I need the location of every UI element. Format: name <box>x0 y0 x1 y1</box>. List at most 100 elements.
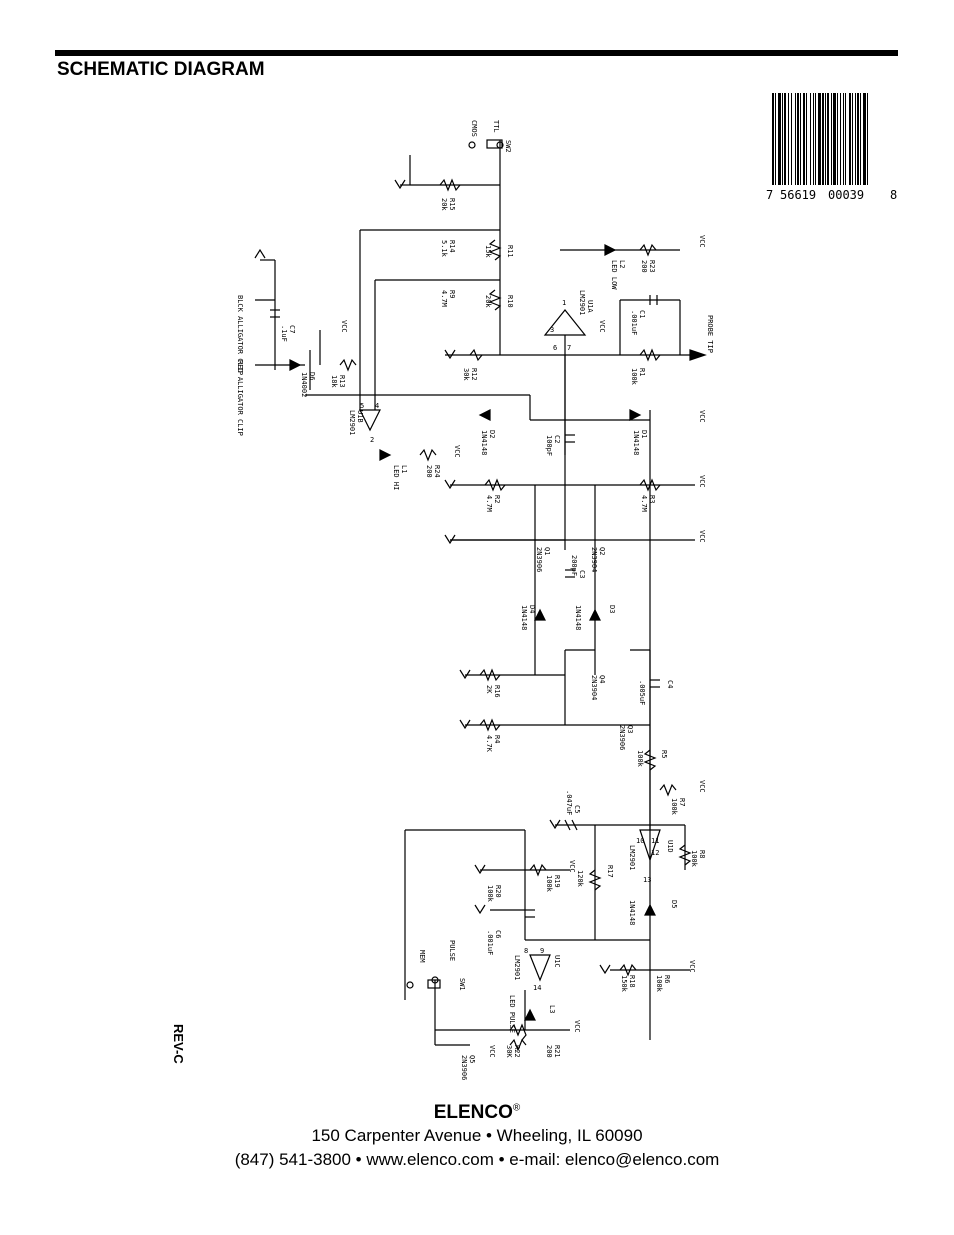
label-vcc-6: VCC <box>698 475 706 488</box>
label-vcc-5: VCC <box>698 410 706 423</box>
barcode-group2: 00039 <box>828 188 864 202</box>
label-r2-val: 4.7M <box>485 495 493 512</box>
label-q5: Q5 <box>468 1055 476 1063</box>
upc-barcode: 7 56619 00039 8 <box>766 93 897 202</box>
label-q5-val: 2N3906 <box>460 1055 468 1080</box>
label-l1: L1 <box>400 465 408 473</box>
barcode-group1: 56619 <box>780 188 816 202</box>
label-c6: C6 <box>494 930 502 938</box>
barcode-left-digit: 7 <box>766 188 773 202</box>
label-r4: R4 <box>493 735 501 743</box>
label-c3: C3 <box>578 570 586 578</box>
barcode-bar <box>775 93 776 185</box>
label-r20: R20 <box>494 885 502 898</box>
label-l1-val: LED HI <box>392 465 400 490</box>
label-c5-val: .047uF <box>565 790 573 815</box>
label-u1a-val: LM2901 <box>578 290 586 315</box>
barcode-bar <box>845 93 846 185</box>
label-c4: C4 <box>666 680 674 688</box>
barcode-bar <box>813 93 814 185</box>
barcode-bar <box>867 93 868 185</box>
label-vcc-11: VCC <box>573 1020 581 1033</box>
barcode-bar <box>843 93 844 185</box>
label-r23: R23 <box>648 260 656 273</box>
label-ttl: TTL <box>492 120 500 133</box>
label-l2: L2 <box>618 260 626 268</box>
brand-line: ELENCO® <box>0 1102 954 1124</box>
pin-14: 14 <box>533 984 541 992</box>
barcode-check-digit: 8 <box>890 188 897 202</box>
top-rule <box>55 50 898 56</box>
label-mem: MEM <box>418 950 426 963</box>
label-r7: R7 <box>678 798 686 806</box>
label-r19-val: 100k <box>545 875 553 893</box>
label-r22-val: 30K <box>505 1045 513 1058</box>
label-d1: D1 <box>640 430 648 438</box>
label-r2: R2 <box>493 495 501 503</box>
barcode-bar <box>772 93 774 185</box>
label-vcc-9: VCC <box>568 860 576 873</box>
barcode-bar <box>849 93 851 185</box>
label-sw2: SW2 <box>504 140 512 153</box>
label-r6: R6 <box>663 975 671 983</box>
label-r17: R17 <box>606 865 614 878</box>
label-black-clip: BLCK ALLIGATOR CLIP <box>236 295 244 375</box>
schematic-drawing: CMOS TTL SW2 R15 20k R14 5.1k R11 15k R9… <box>236 120 714 1080</box>
barcode-bar <box>860 93 861 185</box>
label-r5-val: 100k <box>636 750 644 768</box>
barcode-bar <box>818 93 821 185</box>
label-c4-val: .005uF <box>638 680 646 705</box>
barcode-bar <box>810 93 811 185</box>
label-d4-val: 1N4148 <box>520 605 528 630</box>
barcode-bar <box>857 93 859 185</box>
page-title: SCHEMATIC DIAGRAM <box>57 59 265 80</box>
barcode-bars <box>772 93 868 185</box>
label-d6-val: 1N4002 <box>300 372 308 397</box>
label-r7-val: 100k <box>670 798 678 816</box>
label-vcc-3: VCC <box>598 320 606 333</box>
label-d2-val: 1N4148 <box>480 430 488 455</box>
registered-mark: ® <box>512 1102 521 1114</box>
barcode-bar <box>803 93 805 185</box>
label-d5: D5 <box>670 900 678 908</box>
label-r8: R8 <box>698 850 706 858</box>
label-r21: R21 <box>553 1045 561 1058</box>
label-r20-val: 100k <box>486 885 494 903</box>
pin-5: 5 <box>360 402 364 410</box>
barcode-bar <box>784 93 786 185</box>
label-q4: Q4 <box>598 675 606 683</box>
label-red-clip: RED ALLIGATOR CLIP <box>236 360 244 436</box>
label-cmos: CMOS <box>470 120 478 137</box>
pin-13: 13 <box>643 876 651 884</box>
pin-10: 10 <box>636 837 644 845</box>
label-r1-val: 100k <box>630 368 638 386</box>
label-c5: C5 <box>573 805 581 813</box>
barcode-bar <box>788 93 789 185</box>
barcode-bar <box>822 93 824 185</box>
label-q2-val: 2N3904 <box>590 547 598 572</box>
barcode-bar <box>831 93 832 185</box>
label-u1c-val: LM2901 <box>513 955 521 980</box>
label-d3-val: 1N4148 <box>574 605 582 630</box>
barcode-bar <box>833 93 836 185</box>
label-l2-val: LED LOW <box>610 260 618 290</box>
address-line: 150 Carpenter Avenue • Wheeling, IL 6009… <box>311 1126 643 1145</box>
label-r18: R18 <box>628 975 636 988</box>
footer: ELENCO® 150 Carpenter Avenue • Wheeling,… <box>0 1102 954 1172</box>
label-r13: R13 <box>338 375 346 388</box>
barcode-bar <box>797 93 799 185</box>
pin-8: 8 <box>524 947 528 955</box>
pin-12: 12 <box>651 849 659 857</box>
barcode-bar <box>825 93 826 185</box>
label-probe-tip: PROBE TIP <box>706 315 714 353</box>
label-u1a: U1A <box>586 300 594 313</box>
label-vcc-7: VCC <box>698 530 706 543</box>
label-pulse: PULSE <box>448 940 456 961</box>
label-vcc-10: VCC <box>688 960 696 973</box>
label-r9: R9 <box>448 290 456 298</box>
barcode-bar <box>815 93 816 185</box>
label-u1c: U1C <box>553 955 561 968</box>
label-r24: R24 <box>433 465 441 478</box>
barcode-bar <box>863 93 866 185</box>
label-q3-val: 2N3906 <box>618 725 626 750</box>
